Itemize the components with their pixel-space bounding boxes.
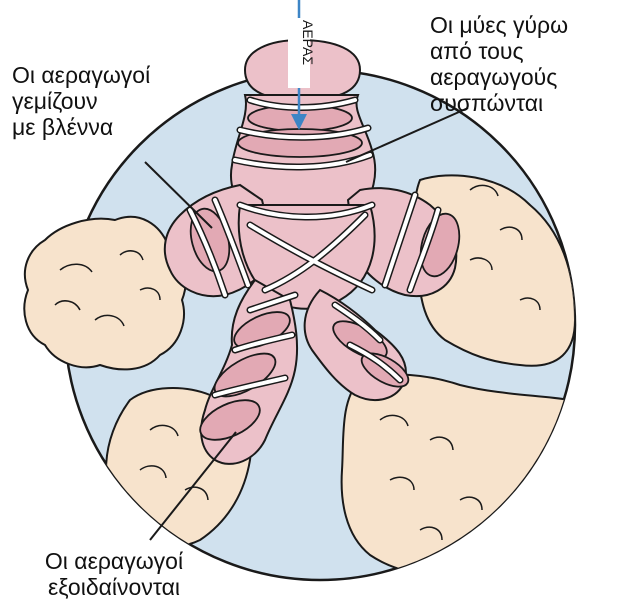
air-label: ΑΕΡΑΣ [300, 20, 316, 65]
label-muscles-contract: Οι μύες γύρω από τους αεραγωγούς συσπώντ… [430, 12, 568, 116]
label-swollen: Οι αεραγωγοί εξοιδαίνονται [14, 548, 214, 600]
alveoli-left [24, 217, 185, 370]
label-mucus-filled: Οι αεραγωγοί γεμίζουν με βλέννα [12, 62, 150, 140]
